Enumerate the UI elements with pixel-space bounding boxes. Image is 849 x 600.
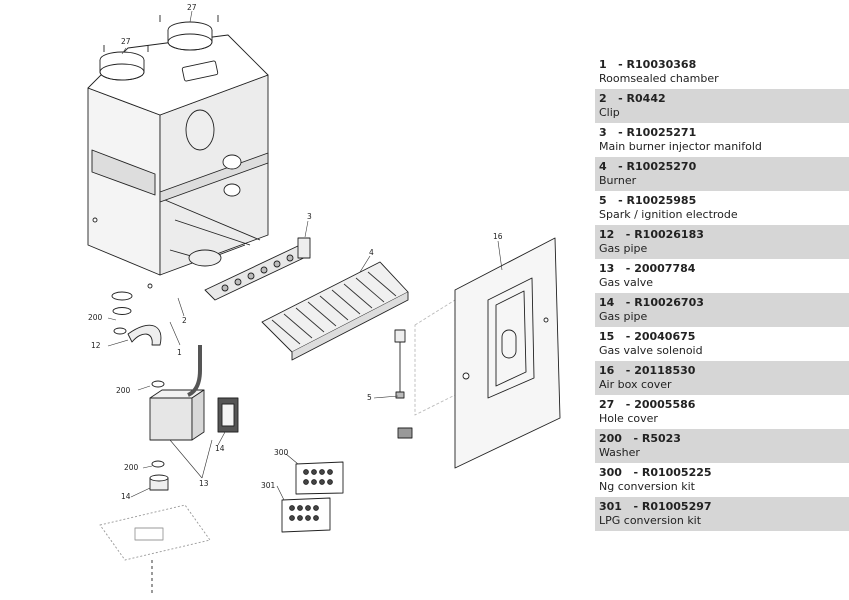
part-description: Gas valve xyxy=(599,276,654,289)
part-number: 27 - 20005586 xyxy=(599,398,696,411)
part-description: Clip xyxy=(599,106,620,119)
gas-pipe-14 xyxy=(99,460,211,596)
callout-27a: 27 xyxy=(121,37,131,46)
part-row: 27 - 20005586 Hole cover xyxy=(595,395,849,429)
part-number: 301 - R01005297 xyxy=(599,500,712,513)
parts-list: 1 - R10030368 Roomsealed chamber 2 - R04… xyxy=(595,55,849,531)
part-description: Washer xyxy=(599,446,640,459)
part-number: 14 - R10026703 xyxy=(599,296,704,309)
part-row: 16 - 20118530 Air box cover xyxy=(595,361,849,395)
part-number: 1 - R10030368 xyxy=(599,58,697,71)
part-description: Spark / ignition electrode xyxy=(599,208,738,221)
part-row: 13 - 20007784 Gas valve xyxy=(595,259,849,293)
part-number: 4 - R10025270 xyxy=(599,160,697,173)
hole-covers xyxy=(99,15,219,81)
part-description: Main burner injector manifold xyxy=(599,140,762,153)
part-number: 12 - R10026183 xyxy=(599,228,704,241)
injector-manifold xyxy=(204,237,311,301)
part-description: LPG conversion kit xyxy=(599,514,702,527)
part-number: 16 - 20118530 xyxy=(599,364,696,377)
callout-1: 1 xyxy=(177,348,182,357)
exploded-parts-diagram: 27 27 16 3 4 2 1 200 12 200 14 13 200 14… xyxy=(87,3,561,596)
part-description: Gas pipe xyxy=(599,310,648,323)
callout-27b: 27 xyxy=(187,3,197,12)
callout-14a: 14 xyxy=(215,444,225,453)
part-description: Roomsealed chamber xyxy=(599,72,719,85)
part-row: 3 - R10025271 Main burner injector manif… xyxy=(595,123,849,157)
callout-5: 5 xyxy=(367,393,372,402)
burner xyxy=(261,261,409,361)
part-description: Ng conversion kit xyxy=(599,480,695,493)
part-number: 5 - R10025985 xyxy=(599,194,697,207)
leader-lines xyxy=(107,10,503,501)
callout-200a: 200 xyxy=(88,313,103,322)
part-description: Hole cover xyxy=(599,412,658,425)
part-number: 300 - R01005225 xyxy=(599,466,712,479)
part-row: 12 - R10026183 Gas pipe xyxy=(595,225,849,259)
callout-300: 300 xyxy=(274,448,289,457)
part-row: 200 - R5023 Washer xyxy=(595,429,849,463)
part-row: 1 - R10030368 Roomsealed chamber xyxy=(595,55,849,89)
part-description: Gas pipe xyxy=(599,242,648,255)
part-description: Gas valve solenoid xyxy=(599,344,703,357)
part-row: 5 - R10025985 Spark / ignition electrode xyxy=(595,191,849,225)
part-description: Burner xyxy=(599,174,637,187)
callout-3: 3 xyxy=(307,212,312,221)
part-row: 301 - R01005297 LPG conversion kit xyxy=(595,497,849,531)
part-row: 14 - R10026703 Gas pipe xyxy=(595,293,849,327)
callout-2: 2 xyxy=(182,316,187,325)
conversion-kits xyxy=(281,461,344,533)
part-row: 2 - R0442 Clip xyxy=(595,89,849,123)
callout-12: 12 xyxy=(91,341,101,350)
part-number: 3 - R10025271 xyxy=(599,126,697,139)
part-number: 15 - 20040675 xyxy=(599,330,696,343)
callout-13: 13 xyxy=(199,479,209,488)
spark-electrode xyxy=(394,329,413,439)
callout-301: 301 xyxy=(261,481,276,490)
part-number: 200 - R5023 xyxy=(599,432,681,445)
part-number: 13 - 20007784 xyxy=(599,262,696,275)
callout-labels: 27 27 16 3 4 2 1 200 12 200 14 13 200 14… xyxy=(88,3,503,501)
part-row: 4 - R10025270 Burner xyxy=(595,157,849,191)
callout-16: 16 xyxy=(493,232,503,241)
roomsealed-chamber xyxy=(87,34,269,289)
callout-200b: 200 xyxy=(116,386,131,395)
part-description: Air box cover xyxy=(599,378,672,391)
part-row: 15 - 20040675 Gas valve solenoid xyxy=(595,327,849,361)
callout-4: 4 xyxy=(369,248,374,257)
callout-14b: 14 xyxy=(121,492,131,501)
gas-pipe-12 xyxy=(111,291,165,388)
gas-valve xyxy=(149,389,239,441)
part-number: 2 - R0442 xyxy=(599,92,666,105)
air-box-cover xyxy=(454,237,561,469)
part-row: 300 - R01005225 Ng conversion kit xyxy=(595,463,849,497)
callout-200c: 200 xyxy=(124,463,139,472)
